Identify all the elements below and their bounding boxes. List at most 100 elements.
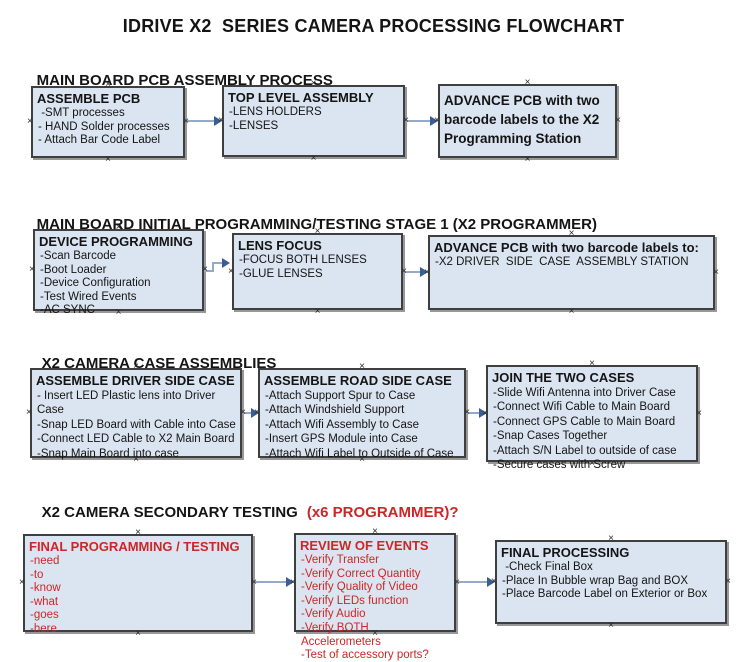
box-items: -Check Final Box-Place In Bubble wrap Ba… [501, 561, 721, 602]
connector-anchor-icon: × [589, 358, 595, 369]
arrow-line [186, 120, 215, 122]
connector-anchor-icon: × [27, 116, 33, 127]
box-items: - Insert LED Plastic lens into Driver Ca… [36, 389, 236, 461]
box-item: -Check Final Box [502, 561, 593, 573]
connector-anchor-icon: × [615, 115, 621, 126]
flowbox-assemble-road-side-case: ASSEMBLE ROAD SIDE CASE -Attach Support … [254, 362, 470, 465]
flowbox-assemble-pcb: ASSEMBLE PCB -SMT processes- HAND Solder… [27, 80, 189, 165]
box-title: DEVICE PROGRAMMING [39, 234, 193, 249]
box-item: -Verify LEDs function [301, 594, 409, 607]
box-title: ASSEMBLE DRIVER SIDE CASE [36, 373, 235, 388]
box-item: -LENSES [229, 119, 279, 132]
connector-anchor-icon: × [524, 77, 531, 88]
arrow-head-icon [286, 577, 294, 587]
box-items: -LENS HOLDERS-LENSES [228, 106, 399, 133]
box-item: -Verify Correct Quantity [301, 567, 421, 580]
flowbox-final-processing: FINAL PROCESSING -Check Final Box-Place … [491, 534, 731, 631]
section-heading-secondary-testing: X2 CAMERA SECONDARY TESTING(x6 PROGRAMME… [25, 487, 459, 538]
box-item: -Snap Main Board into case [37, 447, 179, 460]
arrow-head-icon [222, 258, 230, 268]
connector-anchor-icon: × [310, 153, 317, 164]
box-item: -SMT processes [38, 107, 125, 119]
box-title: ASSEMBLE ROAD SIDE CASE [264, 373, 452, 388]
box-items: -FOCUS BOTH LENSES-GLUE LENSES [238, 254, 397, 281]
flow-arrow-row3-b [466, 408, 487, 418]
box-title: LENS FOCUS [238, 238, 322, 253]
flowbox-review-of-events: REVIEW OF EVENTS -Verify Transfer-Verify… [290, 527, 460, 662]
section-heading-case-assemblies: X2 CAMERA CASE ASSEMBLIES [25, 338, 277, 389]
connector-anchor-icon: × [713, 266, 719, 278]
box-item: -AC SYNC [40, 304, 95, 317]
connector-anchor-icon: × [524, 154, 531, 165]
flow-arrow-row2-a [204, 258, 232, 274]
section-heading-pcb-assembly: MAIN BOARD PCB ASSEMBLY PROCESS [20, 55, 333, 106]
box-items: -Attach Support Spur to Case -Attach Wind… [264, 389, 460, 461]
box-item: -here [30, 622, 57, 635]
box-title: JOIN THE TWO CASES [492, 370, 635, 385]
section-heading-label: MAIN BOARD PCB ASSEMBLY PROCESS [36, 72, 333, 89]
box-item: -Place In Bubble wrap Bag and BOX [502, 574, 689, 587]
box-item: -know [30, 582, 61, 595]
box-item: -FOCUS BOTH LENSES [239, 254, 367, 266]
page-title: IDRIVE X2 SERIES CAMERA PROCESSING FLOWC… [122, 16, 625, 36]
section-heading-accent: (x6 PROGRAMMER)? [306, 504, 459, 521]
flowbox-assemble-driver-side-case: ASSEMBLE DRIVER SIDE CASE - Insert LED P… [26, 362, 246, 465]
section-heading-label: MAIN BOARD INITIAL PROGRAMMING/TESTING S… [36, 216, 597, 233]
arrow-line [212, 262, 214, 272]
connector-anchor-icon: × [696, 407, 702, 419]
box-item: -Attach S/N Label to outside of case [493, 444, 677, 457]
flow-arrow-row3-a [243, 408, 259, 418]
box-item: -Verify Audio [301, 608, 366, 621]
connector-anchor-icon: × [26, 407, 32, 418]
box-item: -Attach Wifi Assembly to Case [265, 418, 420, 431]
box-item: - Attach Bar Code Label [38, 134, 161, 147]
section-heading-initial-programming: MAIN BOARD INITIAL PROGRAMMING/TESTING S… [20, 199, 597, 250]
box-title: TOP LEVEL ASSEMBLY [228, 90, 374, 105]
arrow-line [466, 412, 480, 414]
box-item: -Connect Wifi Cable to Main Board [493, 401, 671, 414]
box-item: -LENS HOLDERS [229, 106, 322, 118]
arrow-line [243, 412, 252, 414]
box-item: -Verify BOTH Accelerometers [301, 621, 381, 648]
box-item: -Device Configuration [40, 277, 151, 290]
box-item: -Verify Transfer [301, 554, 379, 566]
arrow-line [406, 120, 431, 122]
flowbox-final-programming-testing: FINAL PROGRAMMING / TESTING -need-to-kno… [19, 528, 257, 639]
connector-anchor-icon: × [314, 306, 321, 317]
connector-anchor-icon: × [19, 577, 25, 588]
box-item: -Attach Windshield Support [265, 404, 405, 417]
box-items: -X2 DRIVER SIDE CASE ASSEMBLY STATION [434, 256, 709, 270]
box-item: - Insert LED Plastic lens into Driver Ca… [37, 390, 219, 417]
arrow-head-icon [487, 577, 495, 587]
box-item: -need [30, 555, 60, 567]
box-item: -Snap LED Board with Cable into Case [37, 418, 236, 431]
box-items: -SMT processes- HAND Solder processes- A… [37, 107, 179, 148]
box-item: -Attach Support Spur to Case [265, 390, 416, 402]
arrow-head-icon [251, 408, 259, 418]
box-title: FINAL PROGRAMMING / TESTING [29, 539, 240, 554]
arrow-head-icon [214, 116, 222, 126]
box-item: -Place Barcode Label on Exterior or Box [502, 588, 708, 601]
connector-anchor-icon: × [725, 576, 731, 587]
connector-anchor-icon: × [568, 306, 575, 317]
box-item: -X2 DRIVER SIDE CASE ASSEMBLY STATION [435, 256, 689, 268]
arrow-line [457, 581, 488, 583]
box-item: -Connect GPS Cable to Main Board [493, 415, 676, 428]
box-item: -Connect LED Cable to X2 Main Board [37, 433, 235, 446]
box-item: -Boot Loader [40, 263, 107, 276]
arrow-head-icon [430, 116, 438, 126]
box-item: -Verify Quality of Video [301, 581, 418, 594]
section-heading-label: X2 CAMERA CASE ASSEMBLIES [41, 355, 277, 372]
arrow-line [212, 262, 223, 264]
arrow-head-icon [479, 408, 487, 418]
flow-arrow-row1-a [186, 116, 222, 126]
flow-arrow-row2-b [405, 267, 428, 277]
box-item: -to [30, 568, 44, 581]
box-item: -what [30, 595, 59, 608]
box-item: -goes [30, 609, 59, 622]
box-item: -Attach Wifi Label to Outside of Case [265, 447, 454, 460]
flow-arrow-row1-b [406, 116, 438, 126]
box-item: -Slide Wifi Antenna into Driver Case [493, 387, 676, 399]
connector-anchor-icon: × [29, 264, 35, 275]
